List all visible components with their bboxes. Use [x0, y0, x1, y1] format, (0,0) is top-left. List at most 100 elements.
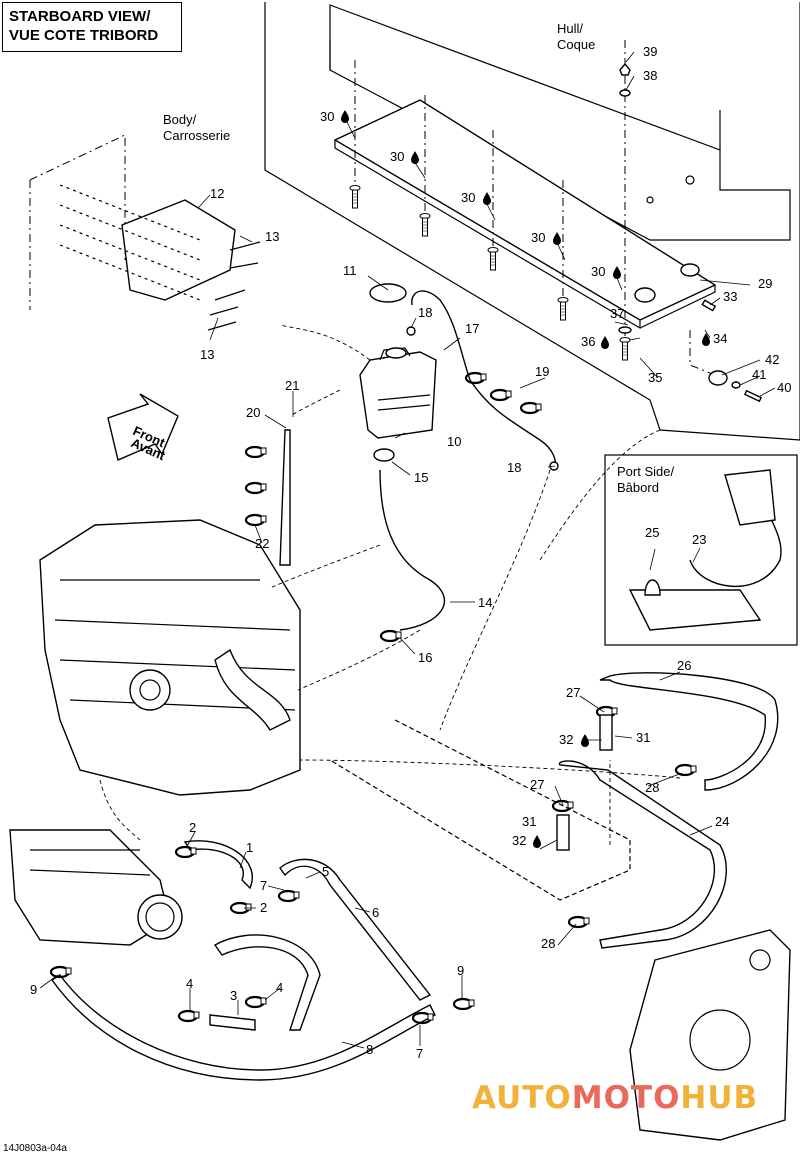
hose-26 [599, 672, 779, 791]
callout-35: 35 [648, 370, 662, 385]
hose-5 [279, 858, 432, 1001]
bolt-group [349, 40, 763, 403]
exhaust-manifold [9, 829, 183, 946]
callout-5: 5 [322, 864, 329, 879]
callout-30: 30 [320, 109, 334, 124]
callout-4: 4 [186, 976, 193, 991]
callout-9: 9 [30, 982, 37, 997]
callout-27: 27 [530, 777, 544, 792]
callout-41: 41 [752, 367, 766, 382]
callout-4: 4 [276, 980, 283, 995]
callout-18: 18 [418, 305, 432, 320]
callout-10: 10 [447, 434, 461, 449]
callout-18: 18 [507, 460, 521, 475]
callout-3: 3 [230, 988, 237, 1003]
watermark-part-2: MOTO [571, 1080, 681, 1116]
callout-11: 11 [343, 263, 357, 278]
fitting-31-top [599, 714, 613, 751]
callout-8: 8 [366, 1042, 373, 1057]
hose-24 [558, 760, 727, 949]
callout-36: 36 [581, 334, 595, 349]
callout-32: 32 [512, 833, 526, 848]
drop-icon [533, 835, 541, 848]
port-side-label-fr: Bâbord [617, 480, 659, 495]
callout-2: 2 [260, 900, 267, 915]
hose-20 [279, 429, 291, 566]
callout-16: 16 [418, 650, 432, 665]
callout-13: 13 [265, 229, 279, 244]
callout-37: 37 [610, 306, 624, 321]
callout-30: 30 [531, 230, 545, 245]
body-label-en: Body/ [163, 112, 197, 127]
watermark-logo: AUTOMOTOHUB [472, 1080, 758, 1116]
callout-38: 38 [643, 68, 657, 83]
hose-14 [379, 469, 446, 631]
callout-31: 31 [522, 814, 536, 829]
jet-pump-housing [629, 929, 791, 1141]
callout-25: 25 [645, 525, 659, 540]
hull-label-fr: Coque [557, 37, 595, 52]
callout-33: 33 [723, 289, 737, 304]
hull-label-en: Hull/ [557, 21, 583, 36]
fitting-31-bottom [556, 814, 570, 851]
drop-icon [341, 110, 349, 123]
callout-27: 27 [566, 685, 580, 700]
callout-23: 23 [692, 532, 706, 547]
hose-8 [50, 974, 436, 1081]
callouts: 39 38 30 30 30 30 30 29 33 34 37 36 35 4… [30, 44, 791, 1061]
callout-42: 42 [765, 352, 779, 367]
callout-28: 28 [645, 780, 659, 795]
callout-28: 28 [541, 936, 555, 951]
callout-1: 1 [246, 840, 253, 855]
hull-region [264, 2, 800, 441]
support-rail [333, 99, 717, 330]
callout-21: 21 [285, 378, 299, 393]
drop-icon [581, 734, 589, 747]
drawing-code: 14J0803a-04a [3, 1143, 67, 1154]
callout-30: 30 [390, 149, 404, 164]
coolant-reservoir [359, 283, 437, 462]
callout-31: 31 [636, 730, 650, 745]
callout-7: 7 [260, 878, 267, 893]
hose-middle [213, 934, 321, 1031]
engine-block [39, 519, 301, 796]
view-title-line-1: STARBOARD VIEW/ [9, 8, 151, 25]
drop-icon [601, 336, 609, 349]
callout-24: 24 [715, 814, 729, 829]
callout-9: 9 [457, 963, 464, 978]
port-side-inset [604, 454, 798, 646]
body-label-fr: Carrosserie [163, 128, 230, 143]
callout-17: 17 [465, 321, 479, 336]
watermark-part-3: HUB [680, 1080, 759, 1116]
callout-40: 40 [777, 380, 791, 395]
callout-20: 20 [246, 405, 260, 420]
callout-2: 2 [189, 820, 196, 835]
port-side-label-en: Port Side/ [617, 464, 674, 479]
callout-30: 30 [461, 190, 475, 205]
callout-12: 12 [210, 186, 224, 201]
callout-15: 15 [414, 470, 428, 485]
hose-1 [183, 840, 253, 890]
text-labels: Hull/ Coque Body/ Carrosserie Front Avan… [129, 21, 675, 495]
leader-lines [39, 51, 776, 1049]
drop-icon [702, 333, 710, 346]
callout-26: 26 [677, 658, 691, 673]
callout-19: 19 [535, 364, 549, 379]
hose-17 [411, 290, 556, 467]
callout-39: 39 [643, 44, 657, 59]
body-region [29, 134, 261, 331]
view-title-line-2: VUE COTE TRIBORD [9, 27, 159, 44]
callout-13: 13 [200, 347, 214, 362]
callout-29: 29 [758, 276, 772, 291]
callout-34: 34 [713, 331, 727, 346]
callout-14: 14 [478, 595, 492, 610]
callout-32: 32 [559, 732, 573, 747]
hose-3 [209, 1014, 256, 1031]
callout-22: 22 [255, 536, 269, 551]
front-arrow-icon [107, 393, 179, 461]
callout-6: 6 [372, 905, 379, 920]
callout-7: 7 [416, 1046, 423, 1061]
watermark-part-1: AUTO [472, 1080, 572, 1116]
callout-30: 30 [591, 264, 605, 279]
